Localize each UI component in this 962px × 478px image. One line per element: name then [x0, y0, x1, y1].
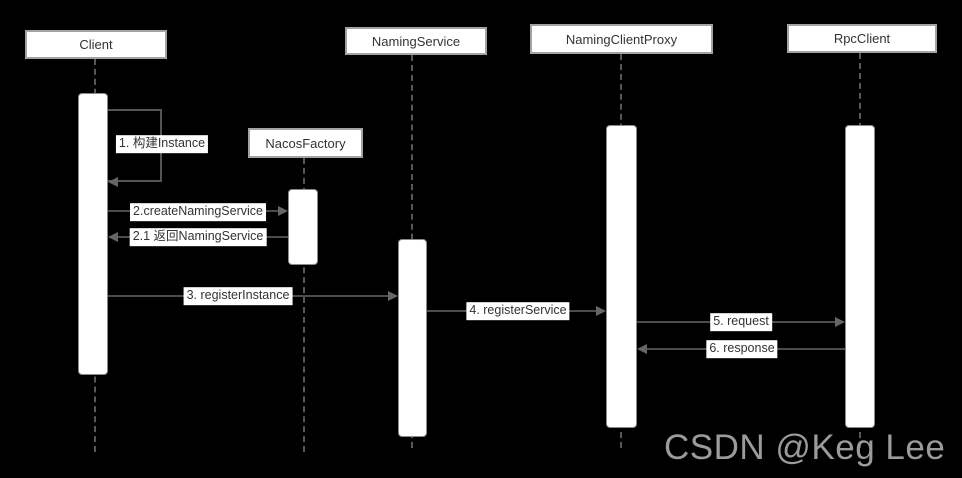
- participant-nacosfactory: NacosFactory: [248, 128, 363, 158]
- participant-label: RpcClient: [833, 31, 891, 46]
- participant-label: NacosFactory: [265, 135, 346, 151]
- participant-rpcclient: RpcClient: [787, 24, 937, 53]
- activation-client: [78, 93, 108, 375]
- message-3-label: 3. registerInstance: [183, 287, 293, 305]
- message-1-label: 1. 构建Instance: [115, 135, 209, 153]
- arrowhead-left-icon: [637, 344, 647, 354]
- activation-namingservice: [398, 239, 427, 437]
- message-2-label: 2.createNamingService: [130, 203, 266, 221]
- message-5-label: 5. request: [710, 313, 772, 331]
- participant-label: NamingService: [371, 33, 461, 49]
- message-6-label: 6. response: [706, 340, 778, 358]
- participant-client: Client: [25, 30, 167, 59]
- message-4-label: 4. registerService: [466, 302, 570, 320]
- arrowhead-right-icon: [596, 306, 606, 316]
- arrowhead-left-icon: [108, 177, 118, 187]
- message-2-1-label: 2.1 返回NamingService: [129, 228, 267, 246]
- participant-label: Client: [79, 37, 113, 52]
- participant-namingservice: NamingService: [345, 27, 487, 55]
- participant-label: NamingClientProxy: [565, 31, 678, 47]
- activation-nacosfactory: [288, 189, 318, 265]
- watermark-text: CSDN @Keg Lee: [664, 428, 946, 467]
- arrowhead-left-icon: [108, 232, 118, 242]
- arrowhead-right-icon: [278, 206, 288, 216]
- arrowhead-right-icon: [835, 317, 845, 327]
- lifeline-nacosfactory: [303, 158, 305, 452]
- participant-namingclientproxy: NamingClientProxy: [530, 24, 713, 54]
- arrowhead-right-icon: [388, 291, 398, 301]
- activation-namingclientproxy: [606, 125, 637, 428]
- activation-rpcclient: [845, 125, 875, 428]
